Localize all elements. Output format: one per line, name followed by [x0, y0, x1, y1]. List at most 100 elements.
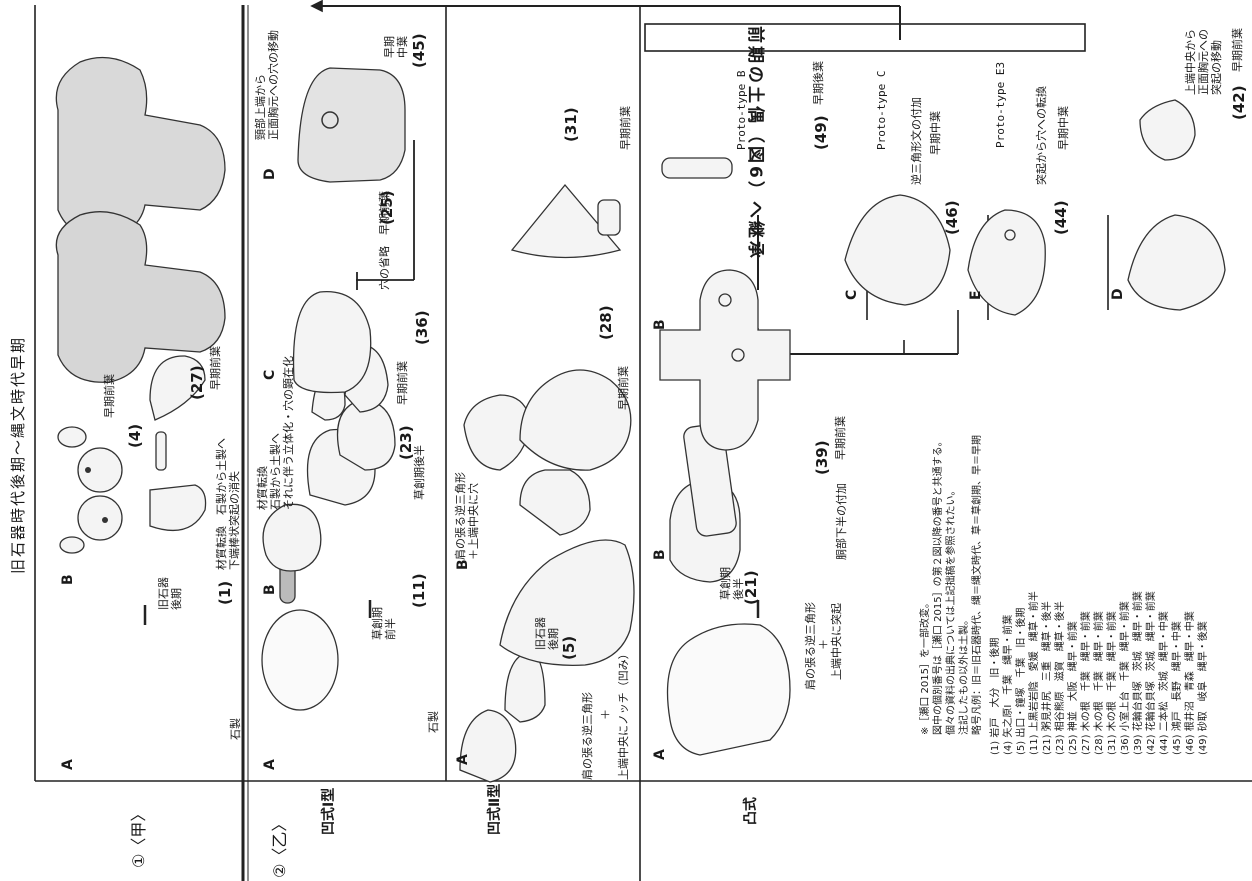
artifact-1a — [55, 56, 226, 239]
note-1b: 下端棒状突起の消失 — [228, 471, 241, 570]
site-row: (21) 粥見井尻 三重 縄草・後半 — [1042, 601, 1053, 755]
col-letter-d5: D — [1110, 288, 1126, 300]
site-row: (39) 花輪台貝塚 茨城 縄早・前葉 — [1133, 591, 1144, 755]
site-row: (5) 出口・鐘塚 千葉 旧・後期 — [1016, 607, 1027, 755]
number-28: (28) — [597, 305, 615, 340]
artifact-5b — [504, 651, 546, 723]
col-letter-c5: C — [844, 289, 860, 300]
artifact-27a — [149, 484, 207, 532]
note-23c: それに伴う立体化・穴の顕在化 — [282, 356, 295, 510]
site-row: (27) 木の根 千葉 縄早・前葉 — [1081, 611, 1092, 755]
note-notch-c: 上端中央にノッチ（凹み） — [617, 648, 630, 780]
label-ana-shoryaku: 穴の省略 — [378, 246, 391, 290]
label-kyu-kouki-5: 旧石器 後期 — [534, 617, 560, 650]
artifact-42b — [1139, 99, 1196, 161]
label-sousouki-zenhan: 草創期 前半 — [371, 607, 397, 640]
page-title: 旧石器時代後期～縄文時代早期 — [9, 335, 27, 574]
note-45a: 頸部上端から — [254, 74, 267, 140]
note-notch-b: ＋ — [599, 709, 612, 720]
col-letter-c2: C — [262, 369, 278, 380]
number-44: (44) — [1052, 200, 1070, 235]
site-row: (28) 木の根 千葉 縄早・前葉 — [1094, 611, 1105, 755]
number-39: (39) — [813, 440, 831, 475]
label-soukizen-28: 早期前葉 — [617, 366, 630, 410]
label-sekisei-2: 石製 — [427, 711, 440, 733]
note-23b: 石製から土製へ — [269, 433, 282, 510]
footnote-line-2: 図中の個別番号は［瀬口 2015］の第２図以降の番号と共通する。 — [933, 436, 944, 735]
artifact-4d — [57, 426, 87, 448]
note-doubu: 胴部下半の付加 — [835, 483, 848, 560]
artifact-5a — [459, 709, 517, 783]
label-soukikou-49: 早期後葉 — [812, 61, 825, 105]
label-souki-chu-46: 早期中葉 — [929, 111, 942, 155]
note-kata-b: ＋上端中央に穴 — [467, 483, 480, 560]
artifact-4b — [77, 495, 123, 541]
artifact-kata — [499, 539, 635, 666]
artifact-1b — [55, 211, 226, 383]
site-row: (4) 矢之原Ⅰ 千葉 縄早・前葉 — [1003, 614, 1014, 755]
site-row: (11) 上黒岩岩陰 愛媛 縄草・前半 — [1029, 591, 1040, 755]
site-row: (44) 二本松 茨城 縄早・中葉 — [1159, 611, 1170, 755]
site-row: (1) 岩戸 大分 旧・後期 — [990, 637, 1001, 755]
label-sousouki-kouhan: 草創期後半 — [413, 445, 426, 500]
label-soukizen-36: 早期前葉 — [396, 361, 409, 405]
site-row: (42) 花輪台貝塚 茨城 縄早・前葉 — [1146, 591, 1157, 755]
artifact-44 — [967, 209, 1046, 316]
site-row: (49) 砂取 岐阜 縄早・後葉 — [1198, 621, 1209, 755]
artifact-49a — [659, 269, 791, 451]
col-letter-a2: A — [262, 759, 278, 770]
number-31: (31) — [562, 107, 580, 142]
number-27: (27) — [188, 365, 206, 400]
note-42b: 正面胸元への — [1197, 29, 1210, 95]
note-1a: 材質転換 石製から土製へ — [215, 438, 228, 570]
banner-inheritance: 前期の土偶（図6）へ継承 — [745, 26, 765, 261]
col-letter-e5: E — [968, 290, 984, 300]
site-row: (36) 小室上台 千葉 縄早・前葉 — [1120, 601, 1131, 755]
number-42: (42) — [1230, 85, 1248, 120]
artifact-4c — [77, 447, 123, 493]
note-42a: 上端中央から — [1184, 29, 1197, 95]
col-letter-a4: A — [652, 749, 668, 760]
col-letter-a3: A — [455, 754, 471, 765]
site-row: (31) 木の根 千葉 縄早・前葉 — [1107, 611, 1118, 755]
artifact-21 — [666, 623, 791, 756]
site-row: (46) 根井沼 青森 縄早・中葉 — [1185, 611, 1196, 755]
number-46: (46) — [943, 200, 961, 235]
number-1: (1) — [216, 580, 234, 605]
label-soukizen-42: 早期前葉 — [1231, 28, 1244, 72]
site-row: (45) 鴻戸 長野 縄早・中葉 — [1172, 621, 1183, 755]
artifact-45 — [297, 67, 406, 183]
artifact-49b — [661, 157, 733, 179]
label-protoC: Proto-type C — [875, 70, 888, 150]
artifact-46 — [844, 194, 951, 306]
label-soukizen-27: 早期前葉 — [209, 346, 222, 390]
label-protoE3: Proto-type E3 — [994, 61, 1007, 148]
artifact-4a — [59, 536, 85, 554]
note-notch-a: 肩の張る逆三角形 — [581, 692, 594, 780]
footnote-line-1: ※［瀬口 2015］を一部改変。 — [920, 597, 931, 735]
number-4: (4) — [126, 423, 144, 448]
footnote-line-4: 注記したもの以外は土製。 — [959, 615, 970, 735]
label-soukizen-4: 早期前葉 — [103, 374, 116, 418]
artifact-27b — [149, 355, 206, 421]
number-36: (36) — [413, 310, 431, 345]
col-letter-b3: B — [455, 559, 471, 570]
label-soukizen-25: 早期前葉 — [378, 191, 391, 235]
artifact-23c — [336, 399, 396, 471]
artifact-11a — [261, 609, 339, 711]
artifact-28b — [519, 369, 632, 471]
number-49: (49) — [812, 115, 830, 150]
row-header-kou: ①〈甲〉 — [129, 805, 148, 868]
col-letter-b4: B — [652, 549, 668, 560]
note-totsu-c: 上端中央に突起 — [830, 603, 843, 680]
col-letter-b1: B — [60, 574, 76, 585]
note-23a: 材質転換 — [256, 466, 269, 510]
col-letter-d2: D — [262, 168, 278, 180]
artifact-25 — [292, 291, 372, 394]
footnote-line-5: 略号凡例：旧＝旧石器時代、縄＝縄文時代、草＝草創期、早＝早期 — [972, 435, 983, 735]
label-soukizen-39: 早期前葉 — [834, 416, 847, 460]
artifact-31b — [597, 199, 621, 236]
number-45: (45) — [410, 33, 428, 68]
artifact-31a — [510, 183, 622, 259]
